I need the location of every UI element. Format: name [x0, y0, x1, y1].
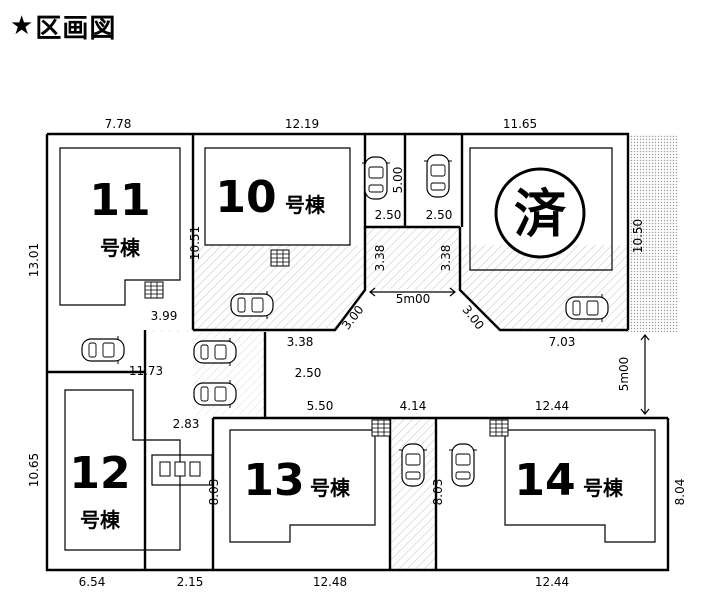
lot12-building — [64, 389, 181, 551]
lot10-steps-icon — [270, 249, 290, 267]
lot13-steps-icon — [371, 419, 391, 437]
page-title-text: 区画図 — [35, 13, 117, 44]
road-arrows — [369, 287, 650, 415]
car-icon — [193, 379, 237, 409]
lot14-number: 14 — [514, 455, 575, 506]
dim-label: 12.44 — [535, 575, 569, 589]
dim-label: 2.50 — [375, 208, 402, 222]
dim-label: 5m00 — [617, 357, 631, 392]
car-icon — [565, 293, 609, 323]
lot13-suffix: 号棟 — [310, 476, 351, 500]
car-icon — [193, 337, 237, 367]
car-icon — [423, 154, 453, 198]
lot11-suffix: 号棟 — [100, 236, 141, 260]
dim-label: 12.44 — [535, 399, 569, 413]
car-icon — [398, 443, 428, 487]
dim-label: 12.19 — [285, 117, 319, 131]
lot-sold-building — [469, 147, 613, 271]
dim-label: 5.50 — [307, 399, 334, 413]
lot14-suffix: 号棟 — [583, 476, 624, 500]
lot12-porch — [151, 454, 213, 486]
dim-label: 12.48 — [313, 575, 347, 589]
dim-label: 2.83 — [173, 417, 200, 431]
utility-box-icon — [189, 461, 201, 477]
lot10-building — [204, 147, 351, 246]
dim-label: 2.50 — [426, 208, 453, 222]
lot12-suffix: 号棟 — [80, 508, 121, 532]
dim-label: 11.65 — [503, 117, 537, 131]
car-icon — [81, 335, 125, 365]
dim-label: 8.04 — [673, 479, 687, 506]
dim-label: 5.00 — [391, 167, 405, 194]
sold-mark-text: 済 — [514, 185, 567, 245]
page-title: ★ 区画図 — [10, 6, 116, 46]
dim-label: 10.51 — [188, 226, 202, 260]
dim-label: 8.03 — [207, 479, 221, 506]
dim-label: 3.38 — [287, 335, 314, 349]
car-icon — [361, 156, 391, 200]
dim-label: 3.38 — [439, 245, 453, 272]
lot11-number: 11 — [89, 175, 150, 226]
lot13-number: 13 — [243, 455, 304, 506]
dim-label: 10.50 — [631, 219, 645, 253]
utility-box-icon — [174, 461, 186, 477]
lot10-number: 10 — [215, 172, 276, 223]
sold-mark: 済 — [494, 167, 586, 259]
neighbor-dotted-area — [628, 134, 678, 332]
dim-label: 8.03 — [431, 479, 445, 506]
dim-label: 3.38 — [373, 245, 387, 272]
lot10-suffix: 号棟 — [285, 193, 326, 217]
dim-label: 6.54 — [79, 575, 106, 589]
dim-label: 13.01 — [27, 243, 41, 277]
dim-label: 7.03 — [549, 335, 576, 349]
dim-label: 5m00 — [396, 292, 431, 306]
dim-label: 3.99 — [151, 309, 178, 323]
dim-label: 2.15 — [177, 575, 204, 589]
dim-label: 4.14 — [400, 399, 427, 413]
dim-label: 10.65 — [27, 453, 41, 487]
lot12-number: 12 — [69, 448, 130, 499]
dim-label: 11.73 — [129, 364, 163, 378]
dim-label: 7.78 — [105, 117, 132, 131]
car-icon — [448, 443, 478, 487]
car-icon — [230, 290, 274, 320]
star-icon: ★ — [10, 11, 34, 41]
lot14-building — [504, 429, 656, 543]
lot14-steps-icon — [489, 419, 509, 437]
lot11-building — [59, 147, 181, 306]
lot13-14-driveway-hatch — [390, 418, 436, 570]
boundary-lines — [45, 132, 670, 572]
utility-box-icon — [159, 461, 171, 477]
dim-label: 2.50 — [295, 366, 322, 380]
lot11-steps-icon — [144, 281, 164, 299]
